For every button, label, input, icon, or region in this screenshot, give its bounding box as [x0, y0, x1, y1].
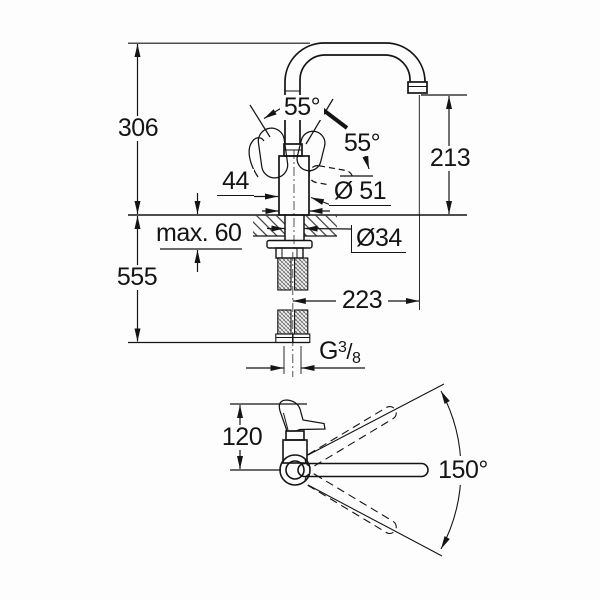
centerline	[292, 150, 295, 377]
main-view	[128, 42, 467, 377]
mounting-hardware	[266, 239, 313, 259]
spout-position-up	[304, 406, 397, 468]
dim-213-label: 213	[428, 144, 472, 172]
handle-axis-line	[249, 104, 271, 138]
thread-denominator: 8	[351, 350, 361, 367]
top-view	[230, 383, 462, 557]
dim-306-label: 306	[115, 116, 161, 141]
dim-g38-lines	[246, 346, 365, 374]
spout-top-view	[297, 462, 429, 478]
dim-max60-lines	[160, 193, 242, 272]
dim-51-leader	[262, 196, 332, 214]
aerator	[407, 81, 428, 94]
thread-prefix: G	[319, 337, 338, 365]
hose-fitting	[292, 333, 311, 344]
angle-150-label: 150°	[436, 456, 490, 485]
dim-34-leader	[267, 225, 352, 232]
hose-fitting	[275, 333, 294, 344]
angle-55-left-label: 55°	[280, 95, 324, 120]
countertop-hatch	[253, 215, 337, 241]
mounting-nut	[275, 247, 304, 259]
dim-223-label: 223	[336, 288, 388, 313]
spout-position-down	[304, 472, 397, 534]
swivel-base-outer	[279, 454, 311, 486]
swivel-base-inner	[285, 460, 305, 480]
thread-numerator: 3	[337, 339, 347, 356]
max-60-label: max. 60	[156, 219, 242, 247]
dia-34-label: Ø34	[351, 225, 406, 253]
handle-sketch-curve	[248, 137, 265, 178]
thread-g38-label: G3/8	[319, 337, 361, 367]
thread-slash: /	[346, 339, 352, 364]
faucet-top-outline	[278, 399, 429, 486]
body-top-view	[282, 439, 308, 464]
lever-top-view	[278, 399, 326, 432]
angle-55-left-arrow	[263, 106, 284, 120]
dim-555-label: 555	[114, 265, 160, 290]
mounting-flange	[266, 239, 313, 249]
dim-44-label: 44	[217, 169, 254, 196]
dia-51-label: Ø 51	[329, 179, 391, 206]
dim-120-label: 120	[221, 423, 263, 451]
angle-55-right-label: 55°	[340, 131, 384, 156]
